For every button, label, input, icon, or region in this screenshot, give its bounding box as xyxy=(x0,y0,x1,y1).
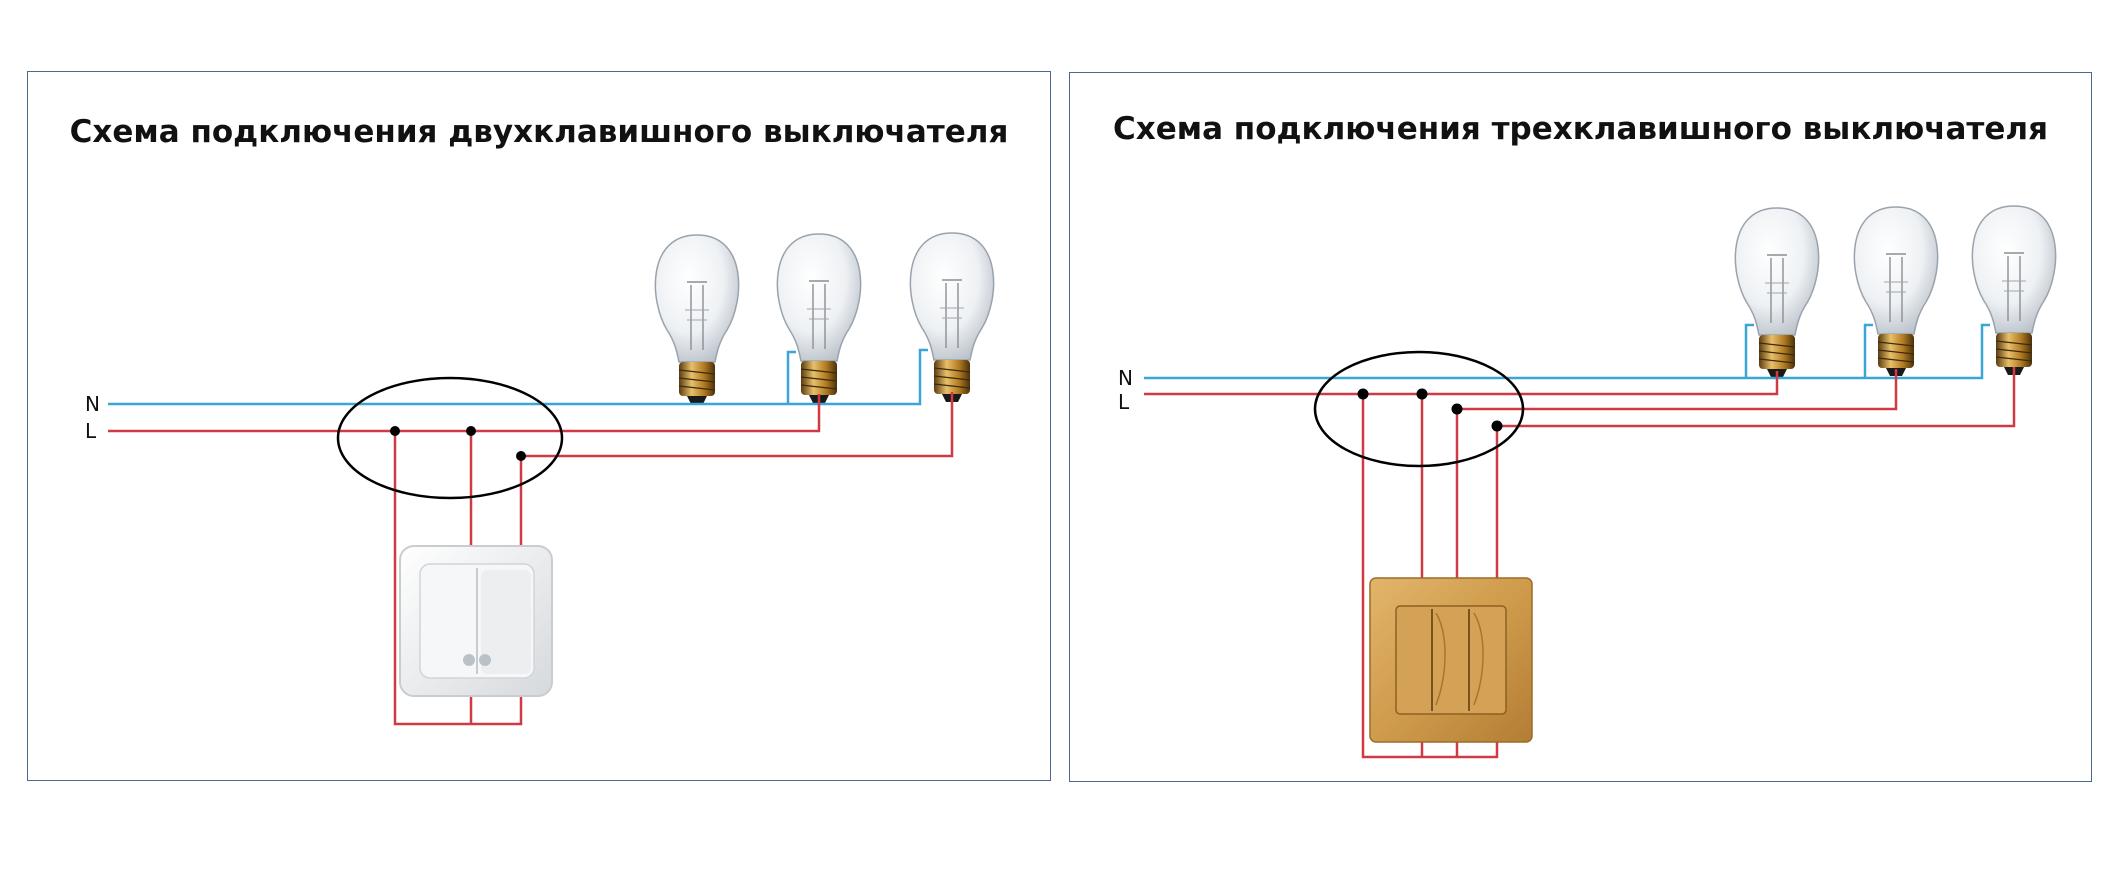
line-label: L xyxy=(1118,390,1130,414)
junction-dot xyxy=(1451,403,1463,415)
neutral-wire-branch xyxy=(1744,323,1754,378)
line-label: L xyxy=(85,419,97,443)
junction-dot xyxy=(516,451,526,461)
line-wire xyxy=(1144,371,1779,396)
bulb-icon xyxy=(1734,207,1820,378)
line-wire-lamp2 xyxy=(1457,369,1898,411)
three-key-switch-icon xyxy=(1369,577,1533,743)
three-key-wiring-diagram: N L xyxy=(1118,205,2057,759)
neutral-label: N xyxy=(1118,366,1133,390)
three-key-switch-panel: Схема подключения трехклавишного выключа… xyxy=(1069,72,2092,782)
neutral-label: N xyxy=(85,392,100,416)
bulb-icon xyxy=(654,234,740,405)
neutral-wire xyxy=(108,348,928,406)
neutral-wire xyxy=(1144,323,1990,380)
bulb-icon xyxy=(1853,206,1939,377)
junction-dot xyxy=(1491,420,1503,432)
two-key-switch-panel: Схема подключения двухклавишного выключа… xyxy=(27,71,1051,781)
junction-dot xyxy=(1357,388,1369,400)
line-wire-lamp3 xyxy=(521,392,954,458)
junction-dot xyxy=(466,426,476,436)
panel-title: Схема подключения двухклавишного выключа… xyxy=(69,114,1009,150)
two-key-wiring-diagram: N L xyxy=(85,232,995,726)
bulb-icon xyxy=(909,232,995,403)
two-key-switch-icon xyxy=(399,545,553,697)
neutral-wire-branch xyxy=(786,350,796,404)
junction-box-outline xyxy=(1313,350,1525,468)
bulb-icon xyxy=(776,233,862,404)
junction-dot xyxy=(390,426,400,436)
neutral-wire-branch xyxy=(1863,323,1873,378)
junction-dot xyxy=(1416,388,1428,400)
junction-box-outline xyxy=(336,376,564,500)
bulb-icon xyxy=(1971,205,2057,376)
panel-title: Схема подключения трехклавишного выключа… xyxy=(1112,111,2049,147)
line-wire-lamp3 xyxy=(1497,367,2016,428)
line-wire xyxy=(108,394,821,433)
